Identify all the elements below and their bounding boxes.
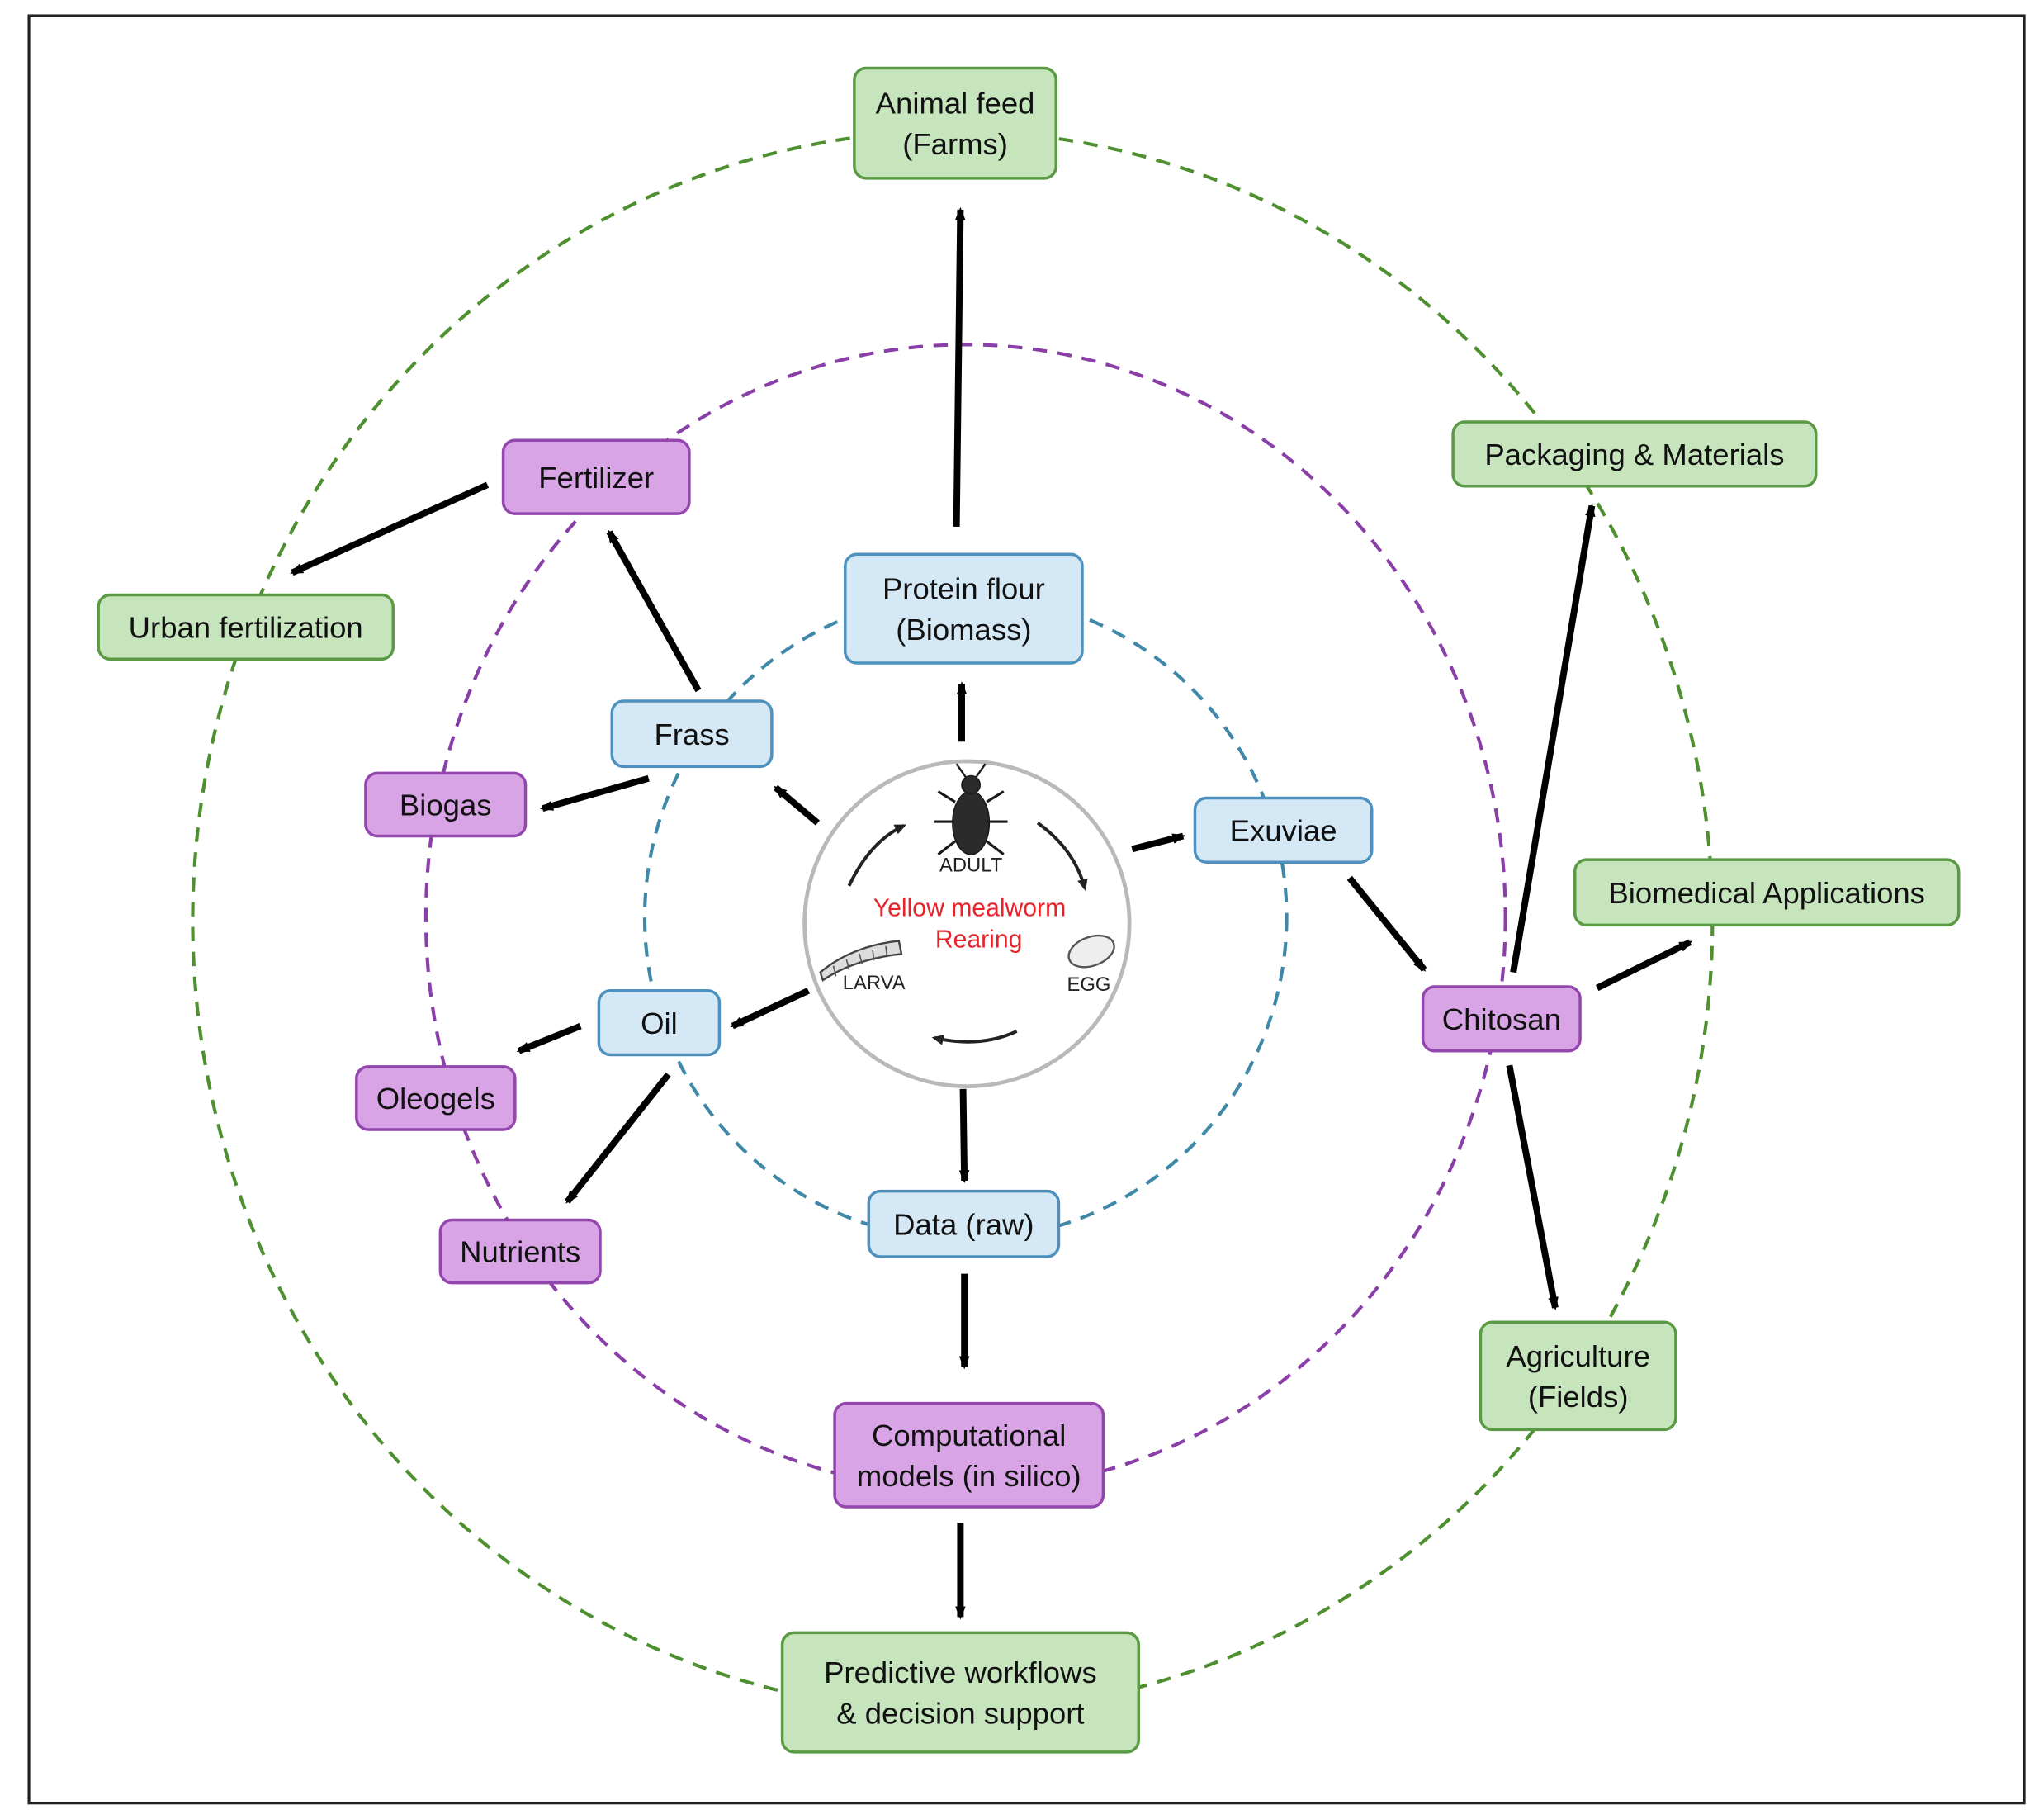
arrow-exuviae-to-chitosan — [1346, 875, 1427, 972]
larva-icon — [819, 940, 903, 982]
stage-label-larva: LARVA — [843, 972, 906, 994]
node-box-urban-fertilization — [97, 593, 395, 661]
arrow-hub-to-frass — [774, 784, 820, 826]
arrow-protein-to-feed — [953, 206, 966, 528]
cycle-arrow-egg-to-larva — [931, 1030, 1018, 1045]
node-label-exuviae: Exuviae — [1230, 814, 1337, 848]
hub-mealworm-rearing: ADULT EGG LARVA Yellow mealworm Rearing — [802, 759, 1132, 1089]
node-box-chitosan — [1421, 985, 1582, 1053]
cycle-arrow-larva-to-adult — [847, 824, 907, 887]
node-box-agriculture — [1479, 1320, 1677, 1432]
node-box-frass — [610, 699, 774, 769]
node-chitosan: Chitosan — [1421, 985, 1582, 1053]
node-box-packaging — [1451, 420, 1818, 488]
node-packaging: Packaging & Materials — [1451, 420, 1818, 488]
node-computational: Computational models (in silico) — [833, 1401, 1105, 1509]
node-label-predictive-2: & decision support — [836, 1696, 1084, 1730]
arrow-hub-to-data — [958, 1088, 970, 1184]
node-agriculture: Agriculture (Fields) — [1479, 1320, 1677, 1432]
node-label-predictive-1: Predictive workflows — [824, 1656, 1097, 1689]
node-label-protein-flour-2: (Biomass) — [896, 613, 1031, 647]
arrow-hub-to-oil — [730, 988, 810, 1030]
node-box-fertilizer — [501, 438, 691, 515]
node-oleogels: Oleogels — [355, 1065, 517, 1131]
node-label-computational-2: models (in silico) — [857, 1459, 1081, 1493]
node-label-packaging: Packaging & Materials — [1484, 438, 1784, 471]
node-box-nutrients — [438, 1218, 602, 1285]
node-exuviae: Exuviae — [1193, 796, 1374, 864]
node-label-animal-feed-2: (Farms) — [902, 127, 1008, 161]
egg-icon — [1067, 934, 1115, 969]
node-label-oil: Oil — [641, 1007, 678, 1040]
arrow-oil-to-oleogels — [516, 1022, 582, 1054]
node-animal-feed: Animal feed (Farms) — [853, 66, 1058, 180]
node-label-nutrients: Nutrients — [460, 1235, 580, 1269]
node-label-computational-1: Computational — [872, 1419, 1066, 1452]
node-label-agriculture-2: (Fields) — [1528, 1380, 1629, 1414]
arrow-fertilizer-to-urban — [290, 481, 490, 576]
node-biogas: Biogas — [364, 771, 528, 838]
node-box-animal-feed — [853, 66, 1058, 180]
node-nutrients: Nutrients — [438, 1218, 602, 1285]
node-label-frass: Frass — [654, 718, 729, 751]
hub-circle — [802, 759, 1132, 1089]
node-box-data-raw — [867, 1189, 1061, 1258]
border-frame — [27, 14, 2026, 1805]
node-label-oleogels: Oleogels — [376, 1082, 495, 1116]
node-box-exuviae — [1193, 796, 1374, 864]
node-urban-fertilization: Urban fertilization — [97, 593, 395, 661]
arrow-oil-to-nutrients — [565, 1072, 671, 1204]
arrows — [290, 206, 1693, 1620]
hub-title-line2: Rearing — [935, 926, 1023, 953]
arrow-frass-to-fertilizer — [606, 529, 702, 693]
arrow-chitosan-to-packaging — [1510, 503, 1596, 973]
node-label-fertilizer: Fertilizer — [538, 461, 654, 495]
node-label-biomedical: Biomedical Applications — [1608, 876, 1924, 910]
arrow-chitosan-to-biomedical — [1595, 939, 1693, 992]
node-box-computational — [833, 1401, 1105, 1509]
node-box-oil — [597, 989, 722, 1057]
node-box-biomedical — [1573, 858, 1961, 927]
stage-label-egg: EGG — [1067, 973, 1110, 996]
node-box-predictive — [780, 1631, 1140, 1754]
node-oil: Oil — [597, 989, 722, 1057]
cycle-arrow-adult-to-egg — [1036, 822, 1088, 892]
node-label-chitosan: Chitosan — [1442, 1002, 1561, 1036]
arrow-frass-to-biogas — [540, 774, 650, 812]
node-label-agriculture-1: Agriculture — [1506, 1339, 1649, 1373]
stage-label-adult: ADULT — [939, 854, 1002, 876]
node-label-data-raw: Data (raw) — [893, 1207, 1034, 1241]
node-predictive: Predictive workflows & decision support — [780, 1631, 1140, 1754]
node-box-biogas — [364, 771, 528, 838]
node-box-protein-flour — [844, 552, 1084, 665]
node-biomedical: Biomedical Applications — [1573, 858, 1961, 927]
arrow-chitosan-to-agriculture — [1506, 1064, 1559, 1310]
node-label-urban-fertilization: Urban fertilization — [129, 611, 363, 645]
node-frass: Frass — [610, 699, 774, 769]
beetle-adult-icon — [934, 763, 1008, 855]
node-box-oleogels — [355, 1065, 517, 1131]
hub-title-line1: Yellow mealworm — [873, 894, 1066, 921]
node-fertilizer: Fertilizer — [501, 438, 691, 515]
arrow-hub-to-exuviae — [1131, 832, 1186, 853]
node-label-biogas: Biogas — [400, 789, 492, 822]
node-data-raw: Data (raw) — [867, 1189, 1061, 1258]
node-label-protein-flour-1: Protein flour — [882, 572, 1045, 606]
node-label-animal-feed-1: Animal feed — [876, 87, 1035, 121]
nodes-layer: Animal feed (Farms) Packaging & MaterialsB… — [97, 66, 1961, 1754]
node-protein-flour: Protein flour (Biomass) — [844, 552, 1084, 665]
